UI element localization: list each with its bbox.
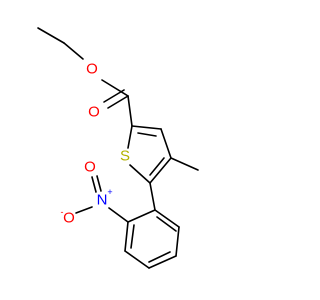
atom-s-thiophene: S [120, 148, 130, 165]
molecule-svg: O O S N + O O - [37, 27, 199, 269]
bond-ph6-n [108, 207, 129, 223]
bonds [37, 27, 199, 269]
bond-ph1-ph2-inner [156, 216, 177, 232]
atom-labels: O O S N + O O - [61, 61, 131, 227]
bond-n-o-double-2 [96, 175, 102, 192]
molecule-structure-diagram: O O S N + O O - [37, 27, 199, 269]
bond-c3-c2-inner [137, 132, 157, 137]
bond-ch2-o-ester [63, 42, 84, 60]
bond-c4-methyl [170, 157, 199, 171]
atom-o-nitro-single: O [63, 210, 75, 227]
atom-o-ester: O [86, 61, 98, 78]
bond-c2-s [127, 125, 133, 149]
bond-carbonyl-double-2 [103, 89, 125, 103]
bond-c5-c4 [149, 157, 172, 184]
atom-o-carbonyl: O [88, 104, 100, 121]
bond-n-o-single [75, 206, 93, 214]
bond-ph4-ph5 [124, 250, 150, 269]
bond-ph3-ph4 [148, 255, 177, 269]
atom-o-nitro-double: O [84, 159, 96, 176]
bond-c3-c2 [131, 125, 162, 130]
bond-ph5-ph6 [124, 221, 129, 252]
bond-ph3-ph4-inner [148, 251, 171, 263]
bond-o-ester-c-carbonyl [101, 79, 129, 97]
bond-ph5-ph6-inner [130, 224, 135, 249]
bond-s-c5 [129, 164, 151, 184]
charge-o-nitro-single: - [61, 207, 64, 217]
bond-c5-phenyl [149, 182, 156, 211]
bond-n-o-double-1 [91, 176, 97, 193]
bond-c4-c3 [160, 128, 172, 159]
bond-carbonyl-double-1 [107, 95, 129, 109]
charge-n-nitro: + [107, 187, 112, 197]
atom-n-nitro: N [97, 192, 108, 209]
bond-carbonyl-c2 [127, 95, 133, 127]
bond-ph2-ph3 [175, 226, 180, 257]
bond-ph6-ph1 [127, 209, 156, 223]
bond-c5-c4-inner [149, 157, 165, 176]
bond-ch3-ch2 [37, 27, 65, 44]
bond-ph1-ph2 [154, 209, 180, 228]
